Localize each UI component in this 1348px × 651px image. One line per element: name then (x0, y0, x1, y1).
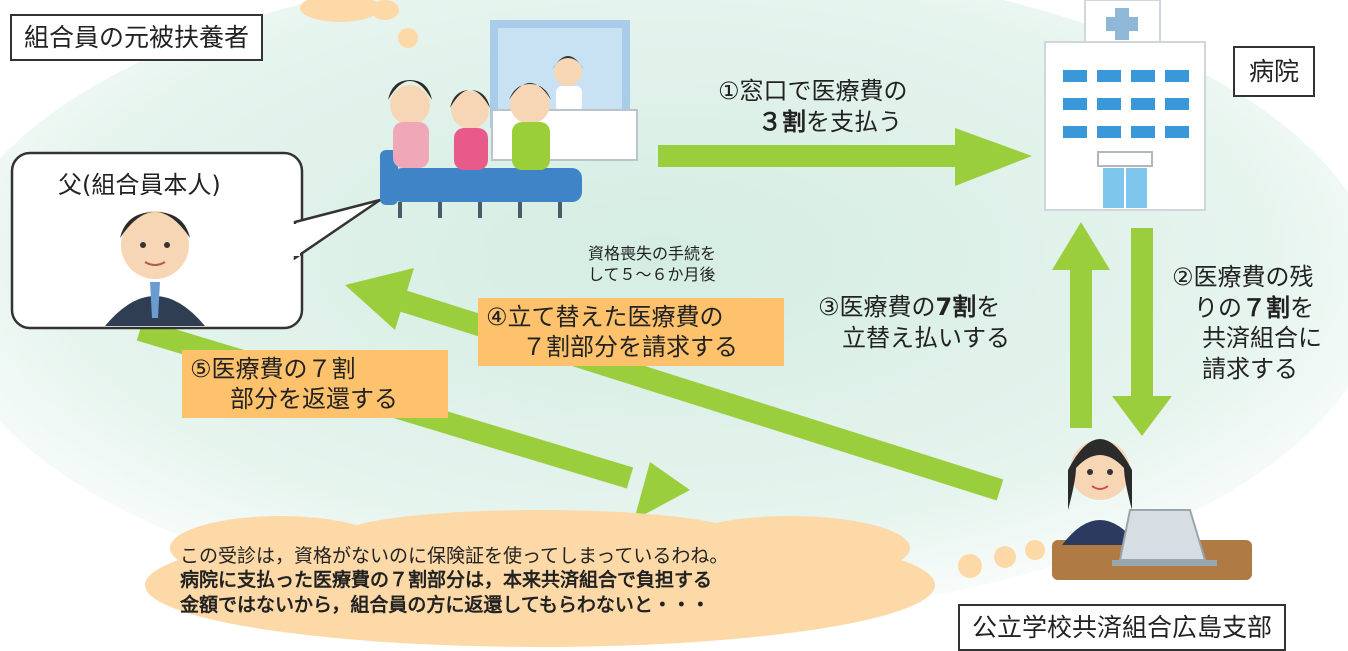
arrow-1 (658, 128, 1032, 186)
father-speech-box (10, 151, 381, 330)
step-3-post: を (976, 293, 1001, 321)
timing-note: 資格喪失の手続を して５～６か月後 (588, 244, 716, 286)
hospital-label: 病院 (1233, 46, 1316, 97)
step-4: ④立て替えた医療費の ７割部分を請求する (478, 298, 784, 366)
step-2-line1: ②医療費の残 (1172, 263, 1314, 291)
timing-note-line2: して５～６か月後 (588, 264, 716, 284)
step-2-number: ７割 (1242, 293, 1290, 322)
hospital-illustration (1044, 0, 1206, 211)
branch-label: 公立学校共済組合広島支部 (958, 604, 1287, 651)
step-1-rest: を支払う (806, 108, 902, 137)
step-3: ③医療費の7割を 立替え払いする (818, 292, 1010, 354)
step-1-number: ３割 (758, 108, 806, 137)
step-3-number: 7割 (935, 293, 977, 321)
timing-note-line1: 資格喪失の手続を (588, 244, 717, 263)
step-2-post: を (1290, 293, 1314, 322)
step-3-line2: 立替え払いする (842, 324, 1010, 353)
step-4-line1: ④立て替えた医療費の (486, 303, 724, 331)
step-3-pre: ③医療費の (818, 293, 936, 321)
thought-line1: この受診は，資格がないのに保険証を使ってしまっているわね。 (180, 545, 729, 567)
thought-line2: 病院に支払った医療費の７割部分は，本来共済組合で負担する (180, 569, 713, 592)
clerk-illustration (1052, 439, 1252, 580)
reception-illustration (380, 20, 638, 218)
step-5: ⑤医療費の７割 部分を返還する (182, 350, 448, 418)
family-label: 組合員の元被扶養者 (10, 14, 264, 61)
step-2-line3: 共済組合に (1202, 324, 1322, 353)
thought-bubble (145, 510, 1045, 647)
arrow-3 (1052, 222, 1110, 428)
arrow-2 (1112, 228, 1172, 436)
father-label: 父(組合員本人) (58, 171, 221, 199)
step-1: ①窓口で医療費の ３割を支払う (718, 76, 908, 138)
step-2: ②医療費の残 りの７割を 共済組合に 請求する (1172, 262, 1322, 385)
thought-text: この受診は，資格がないのに保険証を使ってしまっているわね。 病院に支払った医療費… (180, 544, 728, 617)
step-5-line2: 部分を返還する (230, 385, 398, 413)
step-2-pre: りの (1194, 293, 1242, 322)
top-bubbles (300, 0, 418, 48)
step-5-line1: ⑤医療費の７割 (190, 355, 356, 383)
step-1-line1: ①窓口で医療費の (718, 77, 908, 105)
step-4-line2: ７割部分を請求する (522, 333, 738, 361)
thought-line3: 金額ではないから，組合員の方に返還してもらわないと・・・ (180, 593, 710, 616)
step-2-line4: 請求する (1202, 355, 1298, 384)
